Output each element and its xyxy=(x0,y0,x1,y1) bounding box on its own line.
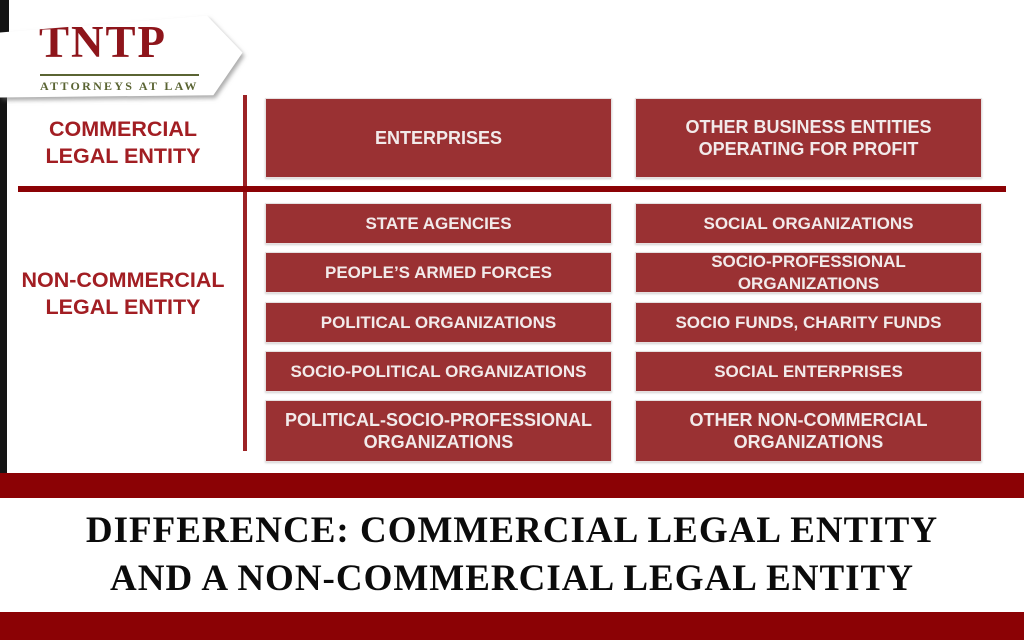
logo-wordmark: TNTP xyxy=(39,17,168,67)
box-social-enterprises: SOCIAL ENTERPRISES xyxy=(635,351,982,392)
logo-tagline: ATTORNEYS AT LAW xyxy=(40,74,199,94)
box-social-organizations: SOCIAL ORGANIZATIONS xyxy=(635,203,982,244)
box-political-socio-professional-organizations: POLITICAL-SOCIO-PROFESSIONAL ORGANIZATIO… xyxy=(265,400,612,462)
lower-red-band xyxy=(0,612,1024,640)
slide-title-line2: AND A NON-COMMERCIAL LEGAL ENTITY xyxy=(110,558,914,599)
box-political-organizations: POLITICAL ORGANIZATIONS xyxy=(265,302,612,343)
box-socio-professional-organizations: SOCIO-PROFESSIONAL ORGANIZATIONS xyxy=(635,252,982,293)
box-socio-funds-charity-funds: SOCIO FUNDS, CHARITY FUNDS xyxy=(635,302,982,343)
vertical-divider xyxy=(243,95,247,451)
noncommercial-label-line1: NON-COMMERCIAL xyxy=(21,268,225,292)
commercial-label-line2: LEGAL ENTITY xyxy=(45,144,201,168)
slide-title-line1: DIFFERENCE: COMMERCIAL LEGAL ENTITY xyxy=(85,510,939,551)
slide-title: DIFFERENCE: COMMERCIAL LEGAL ENTITY AND … xyxy=(0,507,1024,603)
upper-red-band xyxy=(0,473,1024,498)
noncommercial-label-line2: LEGAL ENTITY xyxy=(45,295,201,319)
horizontal-divider xyxy=(18,186,1006,192)
noncommercial-entity-label: NON-COMMERCIAL LEGAL ENTITY xyxy=(10,267,236,321)
commercial-label-line1: COMMERCIAL xyxy=(48,117,198,141)
box-other-business-entities: OTHER BUSINESS ENTITIES OPERATING FOR PR… xyxy=(635,98,982,178)
box-state-agencies: STATE AGENCIES xyxy=(265,203,612,244)
box-enterprises: ENTERPRISES xyxy=(265,98,612,178)
logo-banner: TNTP ATTORNEYS AT LAW xyxy=(0,0,254,112)
box-socio-political-organizations: SOCIO-POLITICAL ORGANIZATIONS xyxy=(265,351,612,392)
box-other-non-commercial-organizations: OTHER NON-COMMERCIAL ORGANIZATIONS xyxy=(635,400,982,462)
left-edge-bar xyxy=(0,95,7,473)
box-peoples-armed-forces: PEOPLE’S ARMED FORCES xyxy=(265,252,612,293)
logo-banner-shape: TNTP ATTORNEYS AT LAW xyxy=(0,15,243,98)
commercial-entity-label: COMMERCIAL LEGAL ENTITY xyxy=(10,116,236,170)
left-edge-bar-top xyxy=(0,0,9,34)
